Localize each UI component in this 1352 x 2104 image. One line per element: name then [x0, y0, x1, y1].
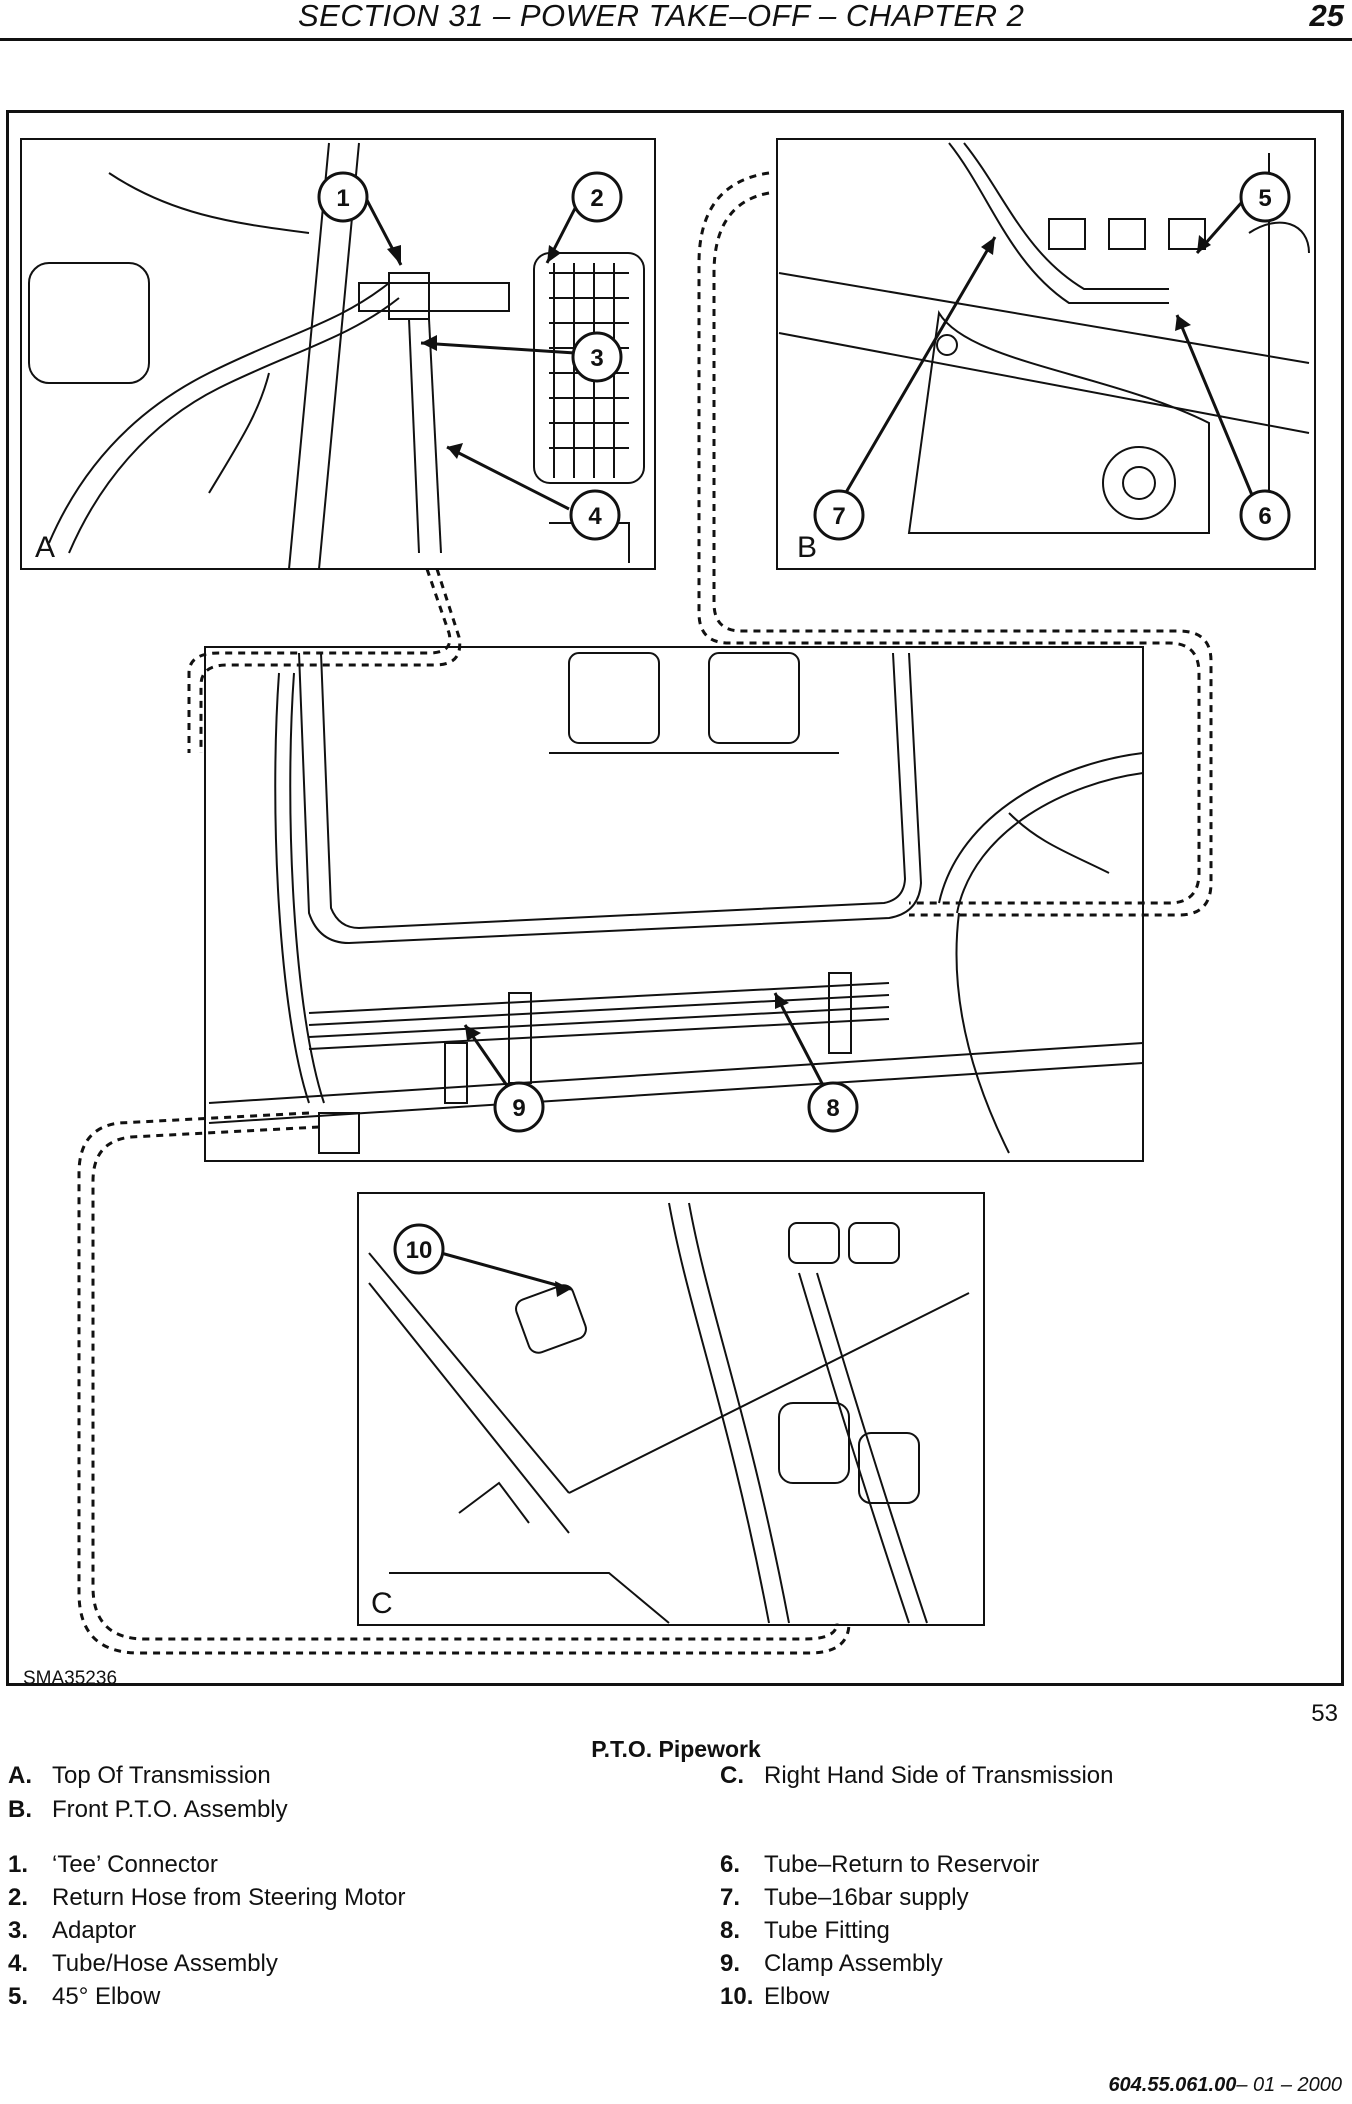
panel-b-sketch: [778, 142, 1310, 534]
page-number: 25: [1309, 0, 1344, 33]
legend-item-1: 1.‘Tee’ Connector: [8, 1851, 218, 1878]
svg-text:8: 8: [826, 1095, 839, 1122]
svg-text:7: 7: [832, 503, 845, 530]
svg-text:10: 10: [406, 1237, 433, 1264]
svg-text:1: 1: [336, 185, 349, 212]
panel-c-frame: [357, 1192, 985, 1626]
callout-2: 2: [571, 171, 623, 223]
panel-a-frame: [20, 138, 656, 570]
legend-item-5: 5.45° Elbow: [8, 1983, 161, 2010]
callout-5: 5: [1239, 171, 1291, 223]
arrow-heads: [387, 235, 1211, 1297]
svg-text:5: 5: [1258, 185, 1271, 212]
legend-panel-a: A.Top Of Transmission: [8, 1762, 271, 1789]
legend-item-10: 10.Elbow: [720, 1983, 830, 2010]
callout-3: 3: [571, 331, 623, 383]
callout-7: 7: [813, 489, 865, 541]
panel-label-b: B: [797, 531, 818, 564]
legend-panel-b: B.Front P.T.O. Assembly: [8, 1796, 288, 1823]
dashed-connectors: [77, 171, 1213, 1655]
panel-label-c: C: [371, 1587, 393, 1620]
svg-text:9: 9: [512, 1095, 525, 1122]
callout-8: 8: [807, 1081, 859, 1133]
panel-a-sketch: [28, 142, 645, 570]
leader-lines: [357, 184, 1259, 1291]
figure-code: SMA35236: [23, 1668, 118, 1689]
svg-text:3: 3: [590, 345, 603, 372]
legend-item-7: 7.Tube–16bar supply: [720, 1884, 969, 1911]
panel-main-sketch: [208, 652, 1144, 1154]
doc-date: – 01 – 2000: [1236, 2074, 1342, 2096]
panel-c-sketch: [368, 1202, 970, 1624]
pipework-illustration: 1 2 3 4 5 6 7 8 9 10 A B C SMA35236: [6, 110, 1344, 1689]
legend-panel-c: C.Right Hand Side of Transmission: [720, 1762, 1114, 1789]
callout-4: 4: [569, 489, 621, 541]
section-title: SECTION 31 – POWER TAKE–OFF – CHAPTER 2: [298, 0, 1025, 33]
panel-b-frame: [776, 138, 1316, 570]
legend-item-3: 3.Adaptor: [8, 1917, 137, 1944]
callout-1: 1: [317, 171, 369, 223]
legend-item-9: 9.Clamp Assembly: [720, 1950, 943, 1977]
document-footer: 604.55.061.00– 01 – 2000: [1108, 2074, 1342, 2097]
page-header: SECTION 31 – POWER TAKE–OFF – CHAPTER 2 …: [0, 0, 1352, 41]
legend-item-6: 6.Tube–Return to Reservoir: [720, 1851, 1040, 1878]
legend-item-8: 8.Tube Fitting: [720, 1917, 890, 1944]
panel-label-a: A: [35, 531, 56, 564]
panel-main-frame: [204, 646, 1144, 1162]
doc-number: 604.55.061.00: [1108, 2074, 1237, 2096]
svg-text:4: 4: [588, 503, 602, 530]
legend-item-2: 2.Return Hose from Steering Motor: [8, 1884, 406, 1911]
illustration-drawing: 1 2 3 4 5 6 7 8 9 10: [20, 138, 1316, 1655]
callout-6: 6: [1239, 489, 1291, 541]
figure-caption: P.T.O. Pipework: [591, 1736, 761, 1762]
legend-item-4: 4.Tube/Hose Assembly: [8, 1950, 278, 1977]
callout-10: 10: [393, 1223, 445, 1275]
svg-text:2: 2: [590, 185, 603, 212]
svg-text:6: 6: [1258, 503, 1271, 530]
figure-number: 53: [1311, 1700, 1338, 1727]
callout-9: 9: [493, 1081, 545, 1133]
